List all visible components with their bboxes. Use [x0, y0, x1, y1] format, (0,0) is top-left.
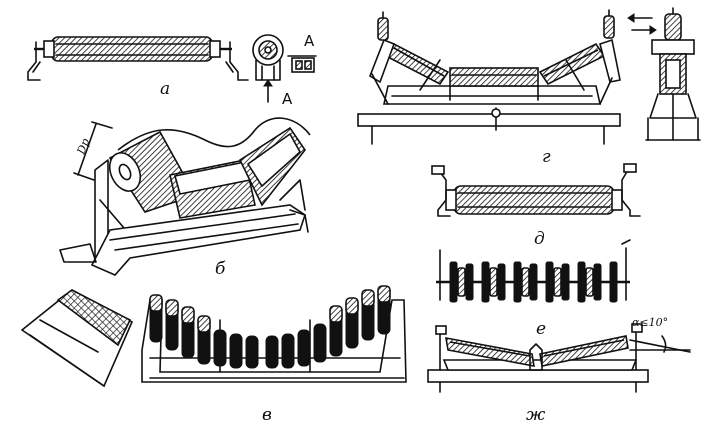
idler-g-side-view — [627, 7, 701, 141]
dimension-angle: α≤10° — [632, 316, 668, 329]
cushion-rings-right — [265, 293, 391, 369]
idler-g-troughed-front — [357, 9, 621, 145]
idler-zh-two-roller — [427, 323, 691, 393]
disk-row-back — [457, 267, 594, 297]
cushion-rings-top-left — [149, 294, 211, 333]
idler-v-cushion-rings — [20, 285, 407, 388]
cushion-rings-top-right — [329, 285, 391, 323]
section-mark-bottom: А — [282, 90, 293, 108]
figure-label-b: б — [215, 259, 226, 279]
figure-label-v: в — [262, 405, 272, 425]
idler-e-disk-roller — [436, 239, 631, 303]
idler-b-troughed-perspective — [59, 117, 311, 276]
figure-label-zh: ж — [526, 405, 546, 425]
dimension-roller-diameter: Dр — [74, 137, 92, 157]
section-mark-top: А — [304, 32, 315, 50]
figure-label-e: е — [536, 319, 546, 339]
idler-a-straight-roller — [27, 36, 249, 81]
figure-label-a: а — [160, 79, 170, 99]
idler-d-straight-roller — [431, 163, 641, 217]
section-a-a-detail — [252, 34, 317, 103]
disk-row — [449, 261, 618, 303]
figure-label-g: г — [542, 147, 551, 167]
figure-label-d: д — [534, 229, 545, 249]
